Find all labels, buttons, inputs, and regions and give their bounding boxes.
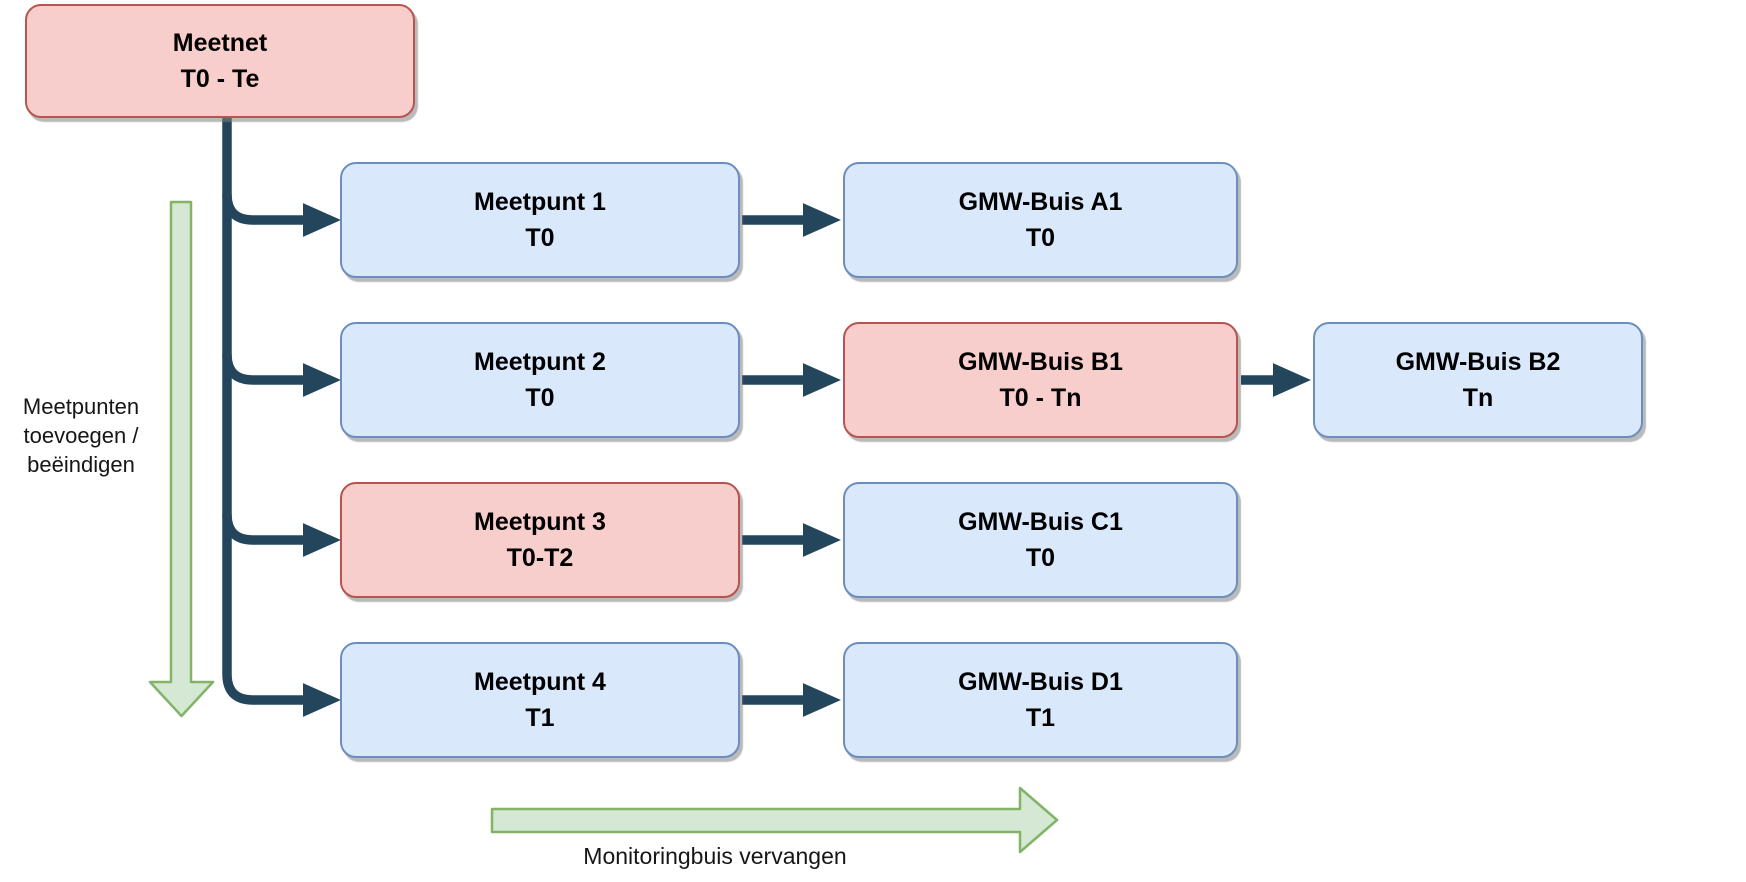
node-title: Meetpunt 2	[474, 348, 606, 376]
left-arrow-label: Meetpunten toevoegen / beëindigen	[6, 392, 156, 479]
branch-connector-row3	[222, 513, 341, 557]
node-title: Meetnet	[172, 29, 268, 57]
node-gmw-d1[interactable]: GMW-Buis D1 T1	[843, 642, 1238, 758]
node-title: GMW-Buis D1	[958, 668, 1123, 696]
node-title: Meetpunt 1	[474, 188, 606, 216]
node-meetpunt3[interactable]: Meetpunt 3 T0-T2	[340, 482, 740, 598]
node-subtitle: T0	[525, 224, 555, 252]
node-title: GMW-Buis C1	[958, 508, 1123, 536]
node-title: Meetpunt 4	[474, 668, 606, 696]
node-gmw-b2[interactable]: GMW-Buis B2 Tn	[1313, 322, 1643, 438]
node-gmw-a1[interactable]: GMW-Buis A1 T0	[843, 162, 1238, 278]
node-subtitle: T1	[1025, 704, 1056, 732]
node-title: GMW-Buis B1	[958, 348, 1123, 376]
node-subtitle: T0 - Tn	[999, 384, 1082, 412]
node-subtitle: T0-T2	[506, 544, 574, 572]
node-meetpunt4[interactable]: Meetpunt 4 T1	[340, 642, 740, 758]
node-gmw-b1[interactable]: GMW-Buis B1 T0 - Tn	[843, 322, 1238, 438]
node-subtitle: T0	[1025, 224, 1056, 252]
node-meetpunt2[interactable]: Meetpunt 2 T0	[340, 322, 740, 438]
add-remove-meetpunt-arrow	[148, 200, 215, 718]
node-subtitle: T1	[525, 704, 555, 732]
trunk-connector	[222, 118, 341, 717]
node-meetnet[interactable]: Meetnet T0 - Te	[25, 4, 415, 118]
bottom-arrow-label: Monitoringbuis vervangen	[583, 843, 847, 869]
node-subtitle: T0	[1025, 544, 1056, 572]
node-meetpunt1[interactable]: Meetpunt 1 T0	[340, 162, 740, 278]
node-title: GMW-Buis B2	[1395, 348, 1561, 376]
node-title: Meetpunt 3	[474, 508, 606, 536]
branch-connector-row2	[222, 353, 341, 397]
left-arrow-label-line: toevoegen /	[23, 423, 139, 448]
node-subtitle: Tn	[1462, 384, 1494, 412]
left-arrow-label-line: beëindigen	[27, 452, 135, 477]
left-arrow-label-line: Meetpunten	[22, 394, 140, 419]
branch-connector-row1	[222, 193, 341, 237]
node-subtitle: T0	[525, 384, 555, 412]
node-title: GMW-Buis A1	[958, 188, 1123, 216]
node-subtitle: T0 - Te	[180, 65, 260, 93]
node-gmw-c1[interactable]: GMW-Buis C1 T0	[843, 482, 1238, 598]
replace-monitoringbuis-arrow	[490, 786, 1059, 854]
